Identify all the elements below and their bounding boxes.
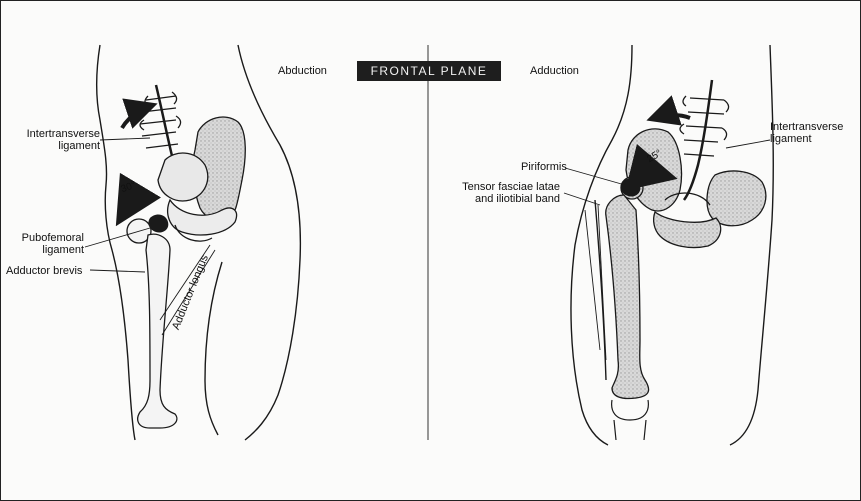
left-pelvis (158, 117, 245, 241)
left-body (97, 45, 301, 440)
adductor-brevis-label: Adductor brevis (6, 265, 82, 277)
right-pelvis (626, 129, 766, 248)
tensor-fasciae-latae-label: Tensor fasciae latae and iliotibial band (420, 181, 560, 205)
pubofemoral-label: Pubofemoral ligament (2, 232, 84, 256)
piriformis-label: Piriformis (521, 161, 567, 173)
right-body (571, 45, 773, 445)
right-intertransverse-label: Intertransverse ligament (770, 121, 843, 145)
right-panel-heading: Adduction (530, 65, 579, 77)
left-intertransverse-label: Intertransverse ligament (2, 128, 100, 152)
right-femur (606, 177, 649, 399)
left-panel-heading: Abduction (278, 65, 327, 77)
right-adduction-arrow (654, 115, 690, 118)
left-abduction-arrow (122, 106, 150, 128)
left-femur-rotation-arrow (122, 198, 148, 216)
frontal-plane-title: FRONTAL PLANE (357, 61, 501, 81)
right-knee (612, 400, 649, 440)
